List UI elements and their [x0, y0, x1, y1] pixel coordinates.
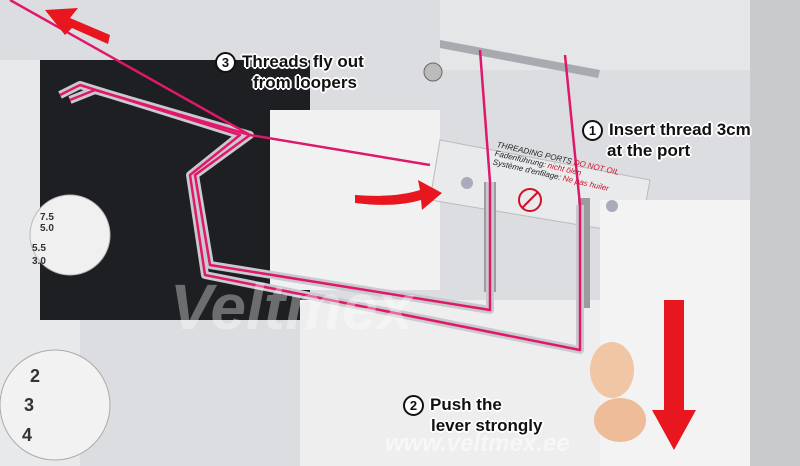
red-arrows	[45, 8, 696, 450]
finger	[594, 398, 646, 442]
step-number: 1	[582, 120, 603, 142]
upper-dial	[29, 194, 111, 276]
lower-dial	[0, 349, 111, 461]
no-oil-icon	[518, 188, 542, 212]
lower-dial-mark: 4	[22, 425, 33, 445]
step1-annotation: 1 Insert thread 3cm at the port	[582, 120, 751, 160]
screw	[461, 177, 473, 189]
upper-dial-mark: 5.5	[32, 243, 46, 254]
step3-annotation: 3 Threads fly out from loopers	[215, 52, 364, 92]
annotation-text: Threads fly out	[242, 52, 364, 71]
thread-guide-bar	[440, 40, 600, 78]
push-down-arrow-icon	[652, 300, 696, 450]
lower-dial-mark: 3	[24, 395, 35, 415]
insertion-arrow-icon	[355, 180, 442, 210]
annotation-text: lever strongly	[431, 416, 543, 436]
thread-path	[9, 0, 584, 354]
step-number: 3	[215, 52, 236, 74]
annotation-text: from loopers	[253, 73, 357, 93]
watermark-brand: Veltmex	[170, 271, 414, 343]
upper-dial-mark: 5.0	[40, 223, 54, 234]
step2-annotation: 2 Push the lever strongly	[403, 395, 543, 435]
screw	[606, 200, 618, 212]
watermark-url: www.veltmex.ee	[385, 430, 570, 457]
screw	[423, 62, 443, 82]
threads-out-arrow-icon	[45, 8, 110, 44]
lower-dial-mark: 2	[30, 366, 41, 386]
upper-dial-mark: 3.0	[32, 256, 46, 267]
finger	[590, 342, 634, 398]
annotation-text: at the port	[607, 141, 691, 161]
upper-dial-mark: 7.5	[40, 212, 54, 223]
annotation-text: Insert thread 3cm	[609, 120, 751, 139]
annotation-text: Push the	[430, 395, 502, 414]
step-number: 2	[403, 395, 424, 417]
